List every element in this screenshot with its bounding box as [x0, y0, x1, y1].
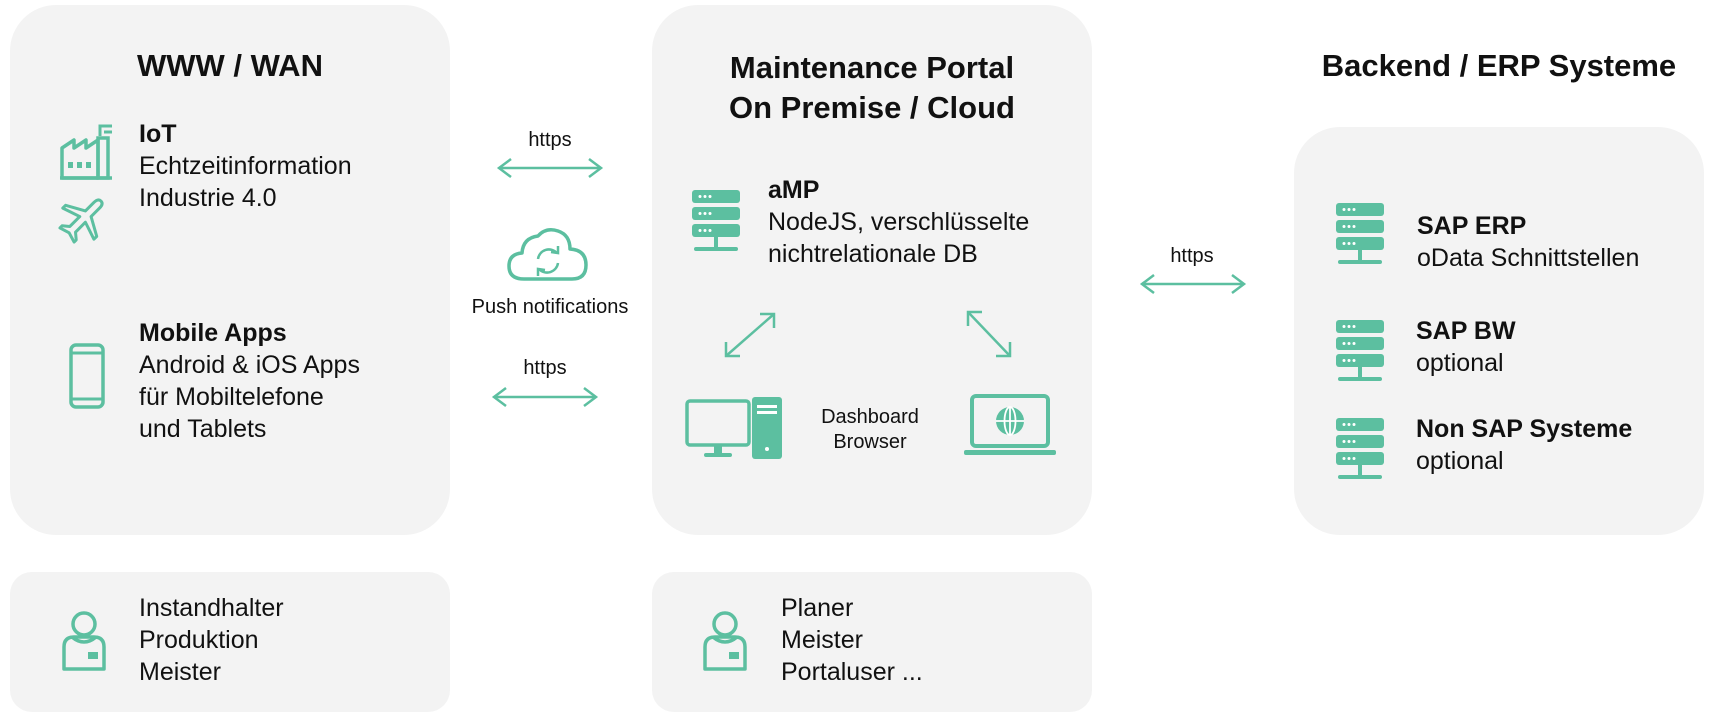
laptop-globe-icon — [962, 392, 1058, 458]
factory-icon — [58, 122, 114, 182]
server-icon — [690, 188, 742, 254]
portal-user-line1: Planer — [781, 594, 854, 622]
diagonal-arrow-left — [722, 310, 778, 360]
wan-title: WWW / WAN — [137, 48, 323, 83]
sap-bw-heading: SAP BW — [1416, 317, 1516, 345]
diagonal-arrow-right — [964, 308, 1014, 360]
portal-title-line2: On Premise / Cloud — [729, 90, 1015, 125]
non-sap-heading: Non SAP Systeme — [1416, 415, 1633, 443]
portal-title-line1: Maintenance Portal — [729, 50, 1015, 85]
backend-title: Backend / ERP Systeme — [1321, 48, 1677, 83]
mobile-heading: Mobile Apps — [139, 319, 287, 347]
mobile-text: Mobile Apps Android & iOS Apps für Mobil… — [139, 317, 360, 445]
sap-erp-heading: SAP ERP — [1417, 212, 1527, 240]
mobile-line3: und Tablets — [139, 415, 267, 443]
airplane-icon — [56, 190, 112, 246]
top-https-label: https — [528, 129, 572, 151]
portal-user-line2: Meister — [781, 626, 863, 654]
non-sap-server-icon — [1334, 416, 1386, 482]
wan-panel — [10, 5, 450, 535]
wan-user-line2: Produktion — [139, 626, 259, 654]
right-https-arrow — [1138, 272, 1248, 296]
amp-line1: NodeJS, verschlüsselte — [768, 208, 1030, 236]
wan-user-line1: Instandhalter — [139, 594, 284, 622]
push-notifications-label: Push notifications — [471, 296, 629, 318]
sap-erp-sub: oData Schnittstellen — [1417, 244, 1640, 272]
sap-erp-text: SAP ERP oData Schnittstellen — [1417, 210, 1639, 274]
sap-bw-server-icon — [1334, 318, 1386, 384]
mobile-line2: für Mobiltelefone — [139, 383, 324, 411]
user-icon — [58, 607, 110, 673]
mobile-line1: Android & iOS Apps — [139, 351, 360, 379]
sap-bw-sub: optional — [1416, 349, 1504, 377]
top-https-arrow — [495, 156, 605, 180]
iot-line1: Echtzeitinformation — [139, 152, 352, 180]
sap-erp-server-icon — [1334, 201, 1386, 267]
amp-text: aMP NodeJS, verschlüsselte nichtrelation… — [768, 174, 1029, 270]
wan-users-text: Instandhalter Produktion Meister — [139, 592, 284, 688]
portal-users-text: Planer Meister Portaluser ... — [781, 592, 923, 688]
user-icon — [699, 607, 751, 673]
iot-text: IoT Echtzeitinformation Industrie 4.0 — [139, 118, 352, 214]
iot-heading: IoT — [139, 120, 177, 148]
non-sap-sub: optional — [1416, 447, 1504, 475]
smartphone-icon — [68, 342, 106, 410]
bottom-https-label: https — [523, 357, 567, 379]
amp-heading: aMP — [768, 176, 820, 204]
iot-line2: Industrie 4.0 — [139, 184, 277, 212]
right-https-label: https — [1170, 245, 1214, 267]
amp-line2: nichtrelationale DB — [768, 240, 978, 268]
cloud-sync-icon — [506, 225, 590, 283]
non-sap-text: Non SAP Systeme optional — [1416, 413, 1632, 477]
bottom-https-arrow — [490, 385, 600, 409]
portal-user-line3: Portaluser ... — [781, 658, 923, 686]
dashboard-line2: Browser — [833, 431, 907, 453]
sap-bw-text: SAP BW optional — [1416, 315, 1516, 379]
dashboard-line1: Dashboard — [821, 406, 919, 428]
wan-user-line3: Meister — [139, 658, 221, 686]
desktop-computer-icon — [684, 395, 784, 461]
